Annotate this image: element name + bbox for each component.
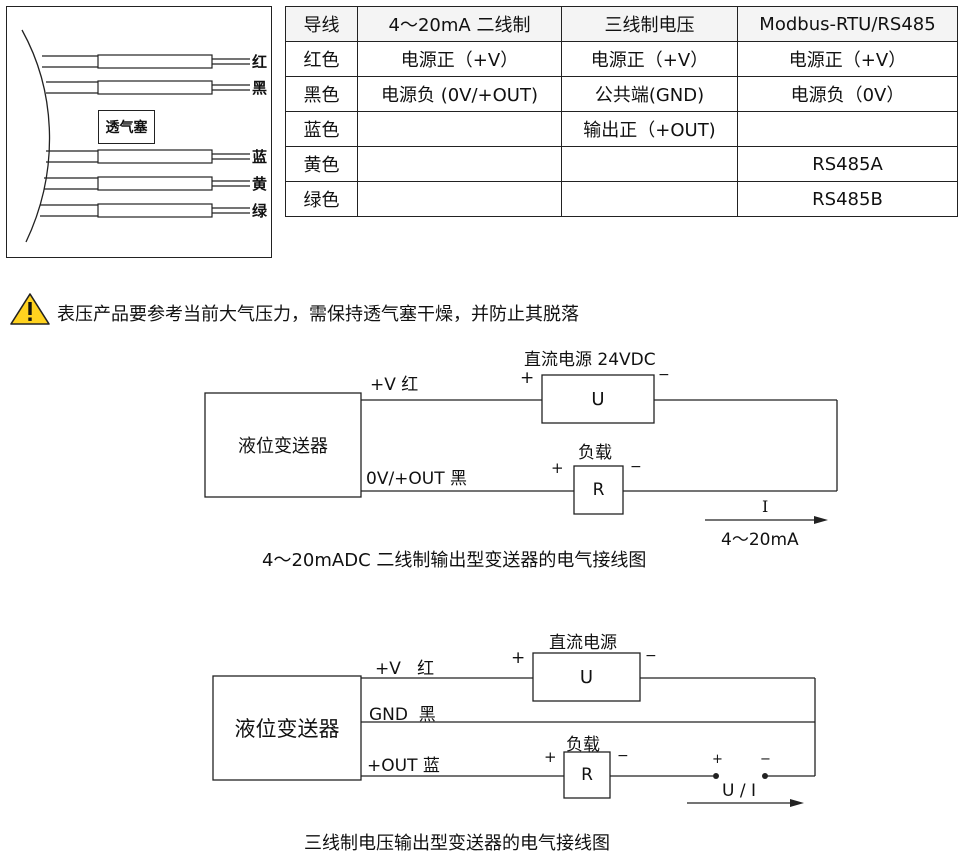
output-terminal-minus — [762, 773, 768, 779]
table-header-cell: 导线 — [285, 6, 358, 42]
load-minus-sign-1: − — [630, 459, 642, 475]
wire-plus-label-2: +V 红 — [375, 659, 435, 679]
table-cell: 输出正（+OUT) — [561, 111, 738, 147]
current-symbol-label: I — [762, 497, 769, 516]
load-block-2 — [563, 751, 611, 799]
load-label-2: 负载 — [566, 735, 600, 755]
wire-label-blue: 蓝 — [252, 148, 268, 166]
table-cell: 电源正（+V） — [357, 41, 562, 77]
power-block-2 — [532, 652, 641, 702]
output-label: U / I — [722, 781, 756, 801]
table-cell: 公共端(GND) — [561, 76, 738, 112]
load-plus-sign-2: + — [544, 748, 557, 766]
table-cell: 电源负 (0V/+OUT) — [357, 76, 562, 112]
table-cell: 蓝色 — [285, 111, 358, 147]
output-arrow-icon — [790, 799, 804, 807]
table-cell: 红色 — [285, 41, 358, 77]
wire-label-red: 红 — [252, 53, 268, 71]
table-row: 红色 电源正（+V） 电源正（+V） 电源正（+V） — [285, 41, 958, 77]
output-terminal-plus — [713, 773, 719, 779]
load-block-label-1: R — [592, 480, 605, 500]
table-header-cell: 三线制电压 — [561, 6, 738, 42]
power-plus-sign-2: + — [511, 648, 526, 668]
transmitter-label-1: 液位变送器 — [238, 436, 328, 457]
warning-triangle-icon — [10, 293, 50, 325]
table-cell — [561, 146, 738, 182]
power-block-label-1: U — [591, 388, 605, 410]
table-cell: RS485B — [737, 181, 958, 217]
wire-label-green: 绿 — [252, 202, 268, 220]
wiring-table: 导线 4～20mA 二线制 三线制电压 Modbus-RTU/RS485 红色 … — [285, 6, 958, 217]
output-minus-sign: − — [760, 752, 771, 767]
power-plus-sign-1: + — [520, 368, 535, 388]
transmitter-block-2 — [212, 675, 362, 781]
load-block-label-2: R — [581, 765, 593, 785]
transmitter-label-2: 液位变送器 — [234, 717, 340, 741]
vent-plug-label: 透气塞 — [98, 110, 155, 144]
power-minus-sign-1: − — [658, 367, 670, 383]
table-cell: RS485A — [737, 146, 958, 182]
load-block-1 — [573, 465, 624, 515]
table-header-row: 导线 4～20mA 二线制 三线制电压 Modbus-RTU/RS485 — [285, 6, 958, 42]
cable-illustration — [6, 6, 272, 258]
table-cell — [357, 181, 562, 217]
table-cell: 电源负（0V） — [737, 76, 958, 112]
table-cell: 黄色 — [285, 146, 358, 182]
table-row: 黄色 RS485A — [285, 146, 958, 182]
power-supply-label-1: 直流电源 24VDC — [524, 350, 656, 370]
table-row: 绿色 RS485B — [285, 181, 958, 217]
wire-label-black: 黑 — [252, 79, 268, 97]
table-row: 蓝色 输出正（+OUT) — [285, 111, 958, 147]
cable-drawing — [21, 29, 250, 243]
load-label-1: 负载 — [578, 443, 612, 463]
power-block-label-2: U — [579, 666, 594, 688]
power-block-1 — [541, 374, 655, 424]
diagram2-caption: 三线制电压输出型变送器的电气接线图 — [304, 833, 610, 854]
output-plus-sign: + — [712, 752, 723, 767]
wire-out-label-2: +OUT 蓝 — [367, 756, 440, 776]
table-cell — [561, 181, 738, 217]
wire-label-yellow: 黄 — [252, 175, 268, 193]
current-range-label: 4～20mA — [721, 530, 799, 550]
wire-plus-label-1: +V 红 — [370, 375, 419, 395]
table-row: 黑色 电源负 (0V/+OUT) 公共端(GND) 电源负（0V） — [285, 76, 958, 112]
transmitter-block-1 — [204, 392, 362, 498]
table-header-cell: Modbus-RTU/RS485 — [737, 6, 958, 42]
table-header-cell: 4～20mA 二线制 — [357, 6, 562, 42]
current-arrow-icon — [814, 516, 828, 524]
wire-out-label-1: 0V/+OUT 黑 — [366, 469, 468, 489]
power-supply-label-2: 直流电源 — [549, 633, 617, 653]
power-minus-sign-2: − — [645, 648, 657, 664]
diagram1-caption: 4～20mADC 二线制输出型变送器的电气接线图 — [262, 550, 647, 571]
wire-gnd-label-2: GND 黑 — [369, 705, 436, 725]
load-minus-sign-2: − — [617, 748, 629, 764]
warning-text: 表压产品要参考当前大气压力，需保持透气塞干燥，并防止其脱落 — [57, 304, 579, 325]
load-plus-sign-1: + — [551, 459, 564, 477]
